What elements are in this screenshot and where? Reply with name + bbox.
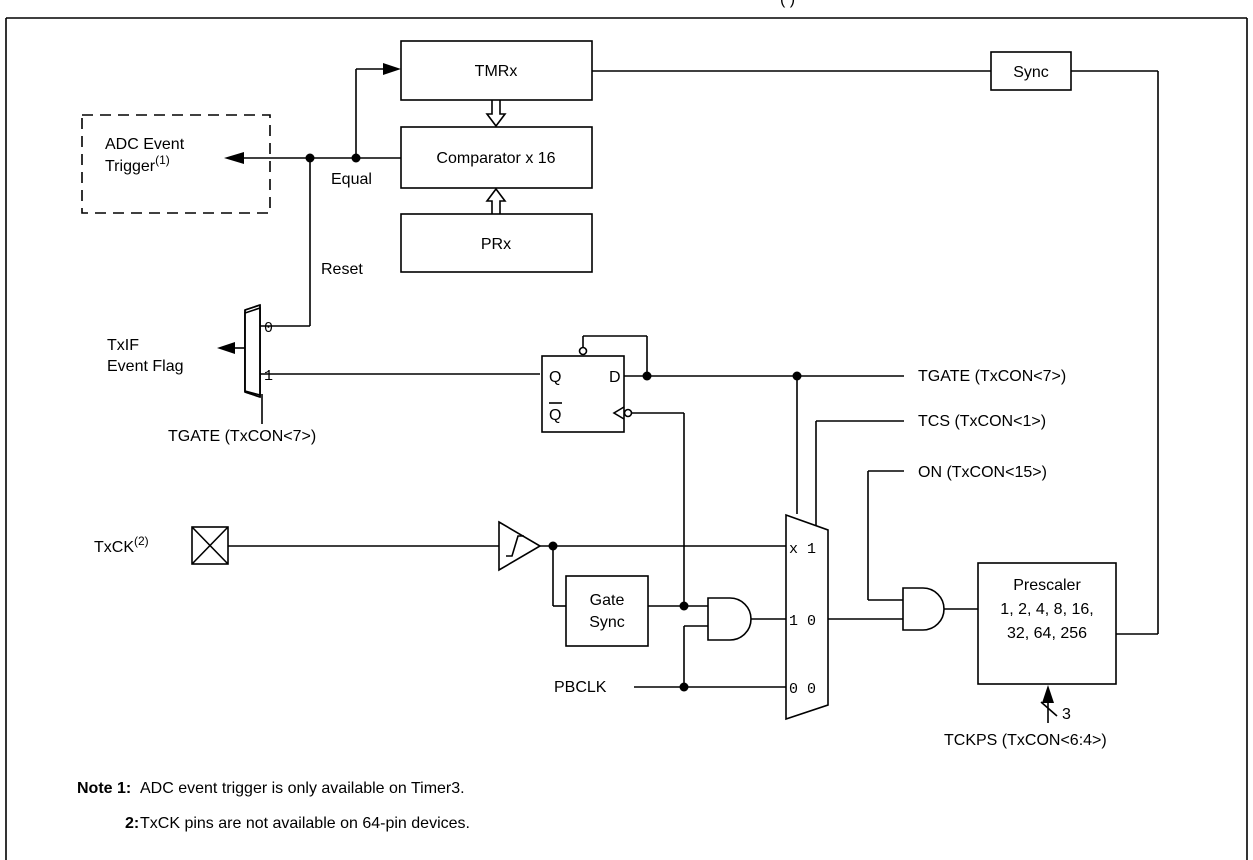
tcs-label: TCS (TxCON<1>) bbox=[918, 413, 1046, 430]
tmr-reset-arrowhead bbox=[383, 63, 401, 75]
tckps-arrowhead bbox=[1042, 685, 1054, 703]
clock-inversion-bubble bbox=[623, 408, 633, 418]
txck-pin-cross-2 bbox=[191, 526, 229, 565]
tgate-label: TGATE (TxCON<7>) bbox=[918, 368, 1066, 385]
txif-label-line2: Event Flag bbox=[107, 358, 183, 375]
left-mux-input-1: 1 bbox=[264, 368, 273, 385]
flipflop-qbar-label: Q bbox=[549, 407, 561, 424]
pbclk-label: PBCLK bbox=[554, 679, 607, 696]
mux-input-x1-label: x 1 bbox=[789, 541, 816, 558]
adc-event-footnote-ref: (1) bbox=[155, 153, 170, 167]
flipflop-d-label: D bbox=[609, 369, 621, 386]
pbclk-junction-dot bbox=[679, 682, 689, 692]
schmitt-trigger-buffer bbox=[498, 520, 542, 572]
adc-trigger-arrowhead bbox=[224, 152, 244, 164]
sync-block bbox=[990, 51, 1072, 91]
prescaler-block bbox=[977, 562, 1117, 685]
note2-label: 2: bbox=[125, 815, 139, 832]
txif-label-line1: TxIF bbox=[107, 337, 139, 354]
note2-text: TxCK pins are not available on 64-pin de… bbox=[140, 815, 470, 832]
clock-input-symbol bbox=[612, 406, 625, 420]
prescaler-label-line2: 1, 2, 4, 8, 16, bbox=[1000, 601, 1093, 618]
comparator-label: Comparator x 16 bbox=[436, 150, 555, 167]
txck-name: TxCK bbox=[94, 539, 134, 556]
comparator-block bbox=[400, 126, 593, 189]
flipflop-q-label: Q bbox=[549, 369, 561, 386]
adc-event-trigger-block bbox=[81, 114, 271, 214]
tgate-mux-select-label: TGATE (TxCON<7>) bbox=[168, 428, 316, 445]
txif-arrowhead bbox=[217, 342, 235, 354]
sync-label: Sync bbox=[1013, 64, 1049, 81]
gate-sync-junction-dot bbox=[679, 601, 689, 611]
prx-block bbox=[400, 213, 593, 273]
prescaler-label-line3: 32, 64, 256 bbox=[1007, 625, 1087, 642]
gate-sync-label-line1: Gate bbox=[590, 592, 625, 609]
gate-sync-block bbox=[565, 575, 649, 647]
page-title-fragment: ( ) bbox=[780, 0, 795, 8]
prescaler-label-line1: Prescaler bbox=[1013, 577, 1081, 594]
note1-label: Note 1: bbox=[77, 780, 131, 797]
adc-event-label-line2: Trigger(1) bbox=[105, 153, 170, 175]
prx-to-comparator-bus-arrow bbox=[485, 187, 507, 214]
tmr-to-comparator-bus-arrow bbox=[485, 100, 507, 128]
tckps-bus-width: 3 bbox=[1062, 706, 1071, 723]
gate-sync-label-line2: Sync bbox=[589, 614, 625, 631]
on-label: ON (TxCON<15>) bbox=[918, 464, 1047, 481]
equal-label: Equal bbox=[331, 171, 372, 188]
mux-edge-bottom bbox=[244, 391, 261, 398]
d-flipflop bbox=[541, 355, 625, 433]
schmitt-hysteresis-icon bbox=[506, 535, 524, 557]
reset-label: Reset bbox=[321, 261, 363, 278]
mux-input-00-label: 0 0 bbox=[789, 681, 816, 698]
tgate-junction-dot-1 bbox=[642, 371, 652, 381]
tckps-label: TCKPS (TxCON<6:4>) bbox=[944, 732, 1107, 749]
tckps-bus-slash bbox=[1040, 701, 1058, 717]
txif-mux-fill bbox=[244, 306, 261, 397]
gate-and-gate bbox=[707, 597, 752, 641]
adc-event-label-line1: ADC Event bbox=[105, 136, 185, 153]
on-and-gate bbox=[902, 587, 945, 631]
tmrx-label: TMRx bbox=[475, 63, 518, 80]
tmrx-block bbox=[400, 40, 593, 101]
mux-input-10-label: 1 0 bbox=[789, 613, 816, 630]
adc-event-trigger-word: Trigger bbox=[105, 158, 156, 175]
txck-label: TxCK(2) bbox=[94, 534, 149, 556]
prx-label: PRx bbox=[481, 236, 511, 253]
txck-footnote-ref: (2) bbox=[134, 534, 149, 548]
mux-edge-top bbox=[244, 304, 261, 311]
note1-text: ADC event trigger is only available on T… bbox=[140, 780, 465, 797]
clock-source-mux bbox=[785, 513, 829, 721]
left-mux-input-0: 0 bbox=[264, 320, 273, 337]
reset-inversion-bubble bbox=[578, 346, 588, 356]
